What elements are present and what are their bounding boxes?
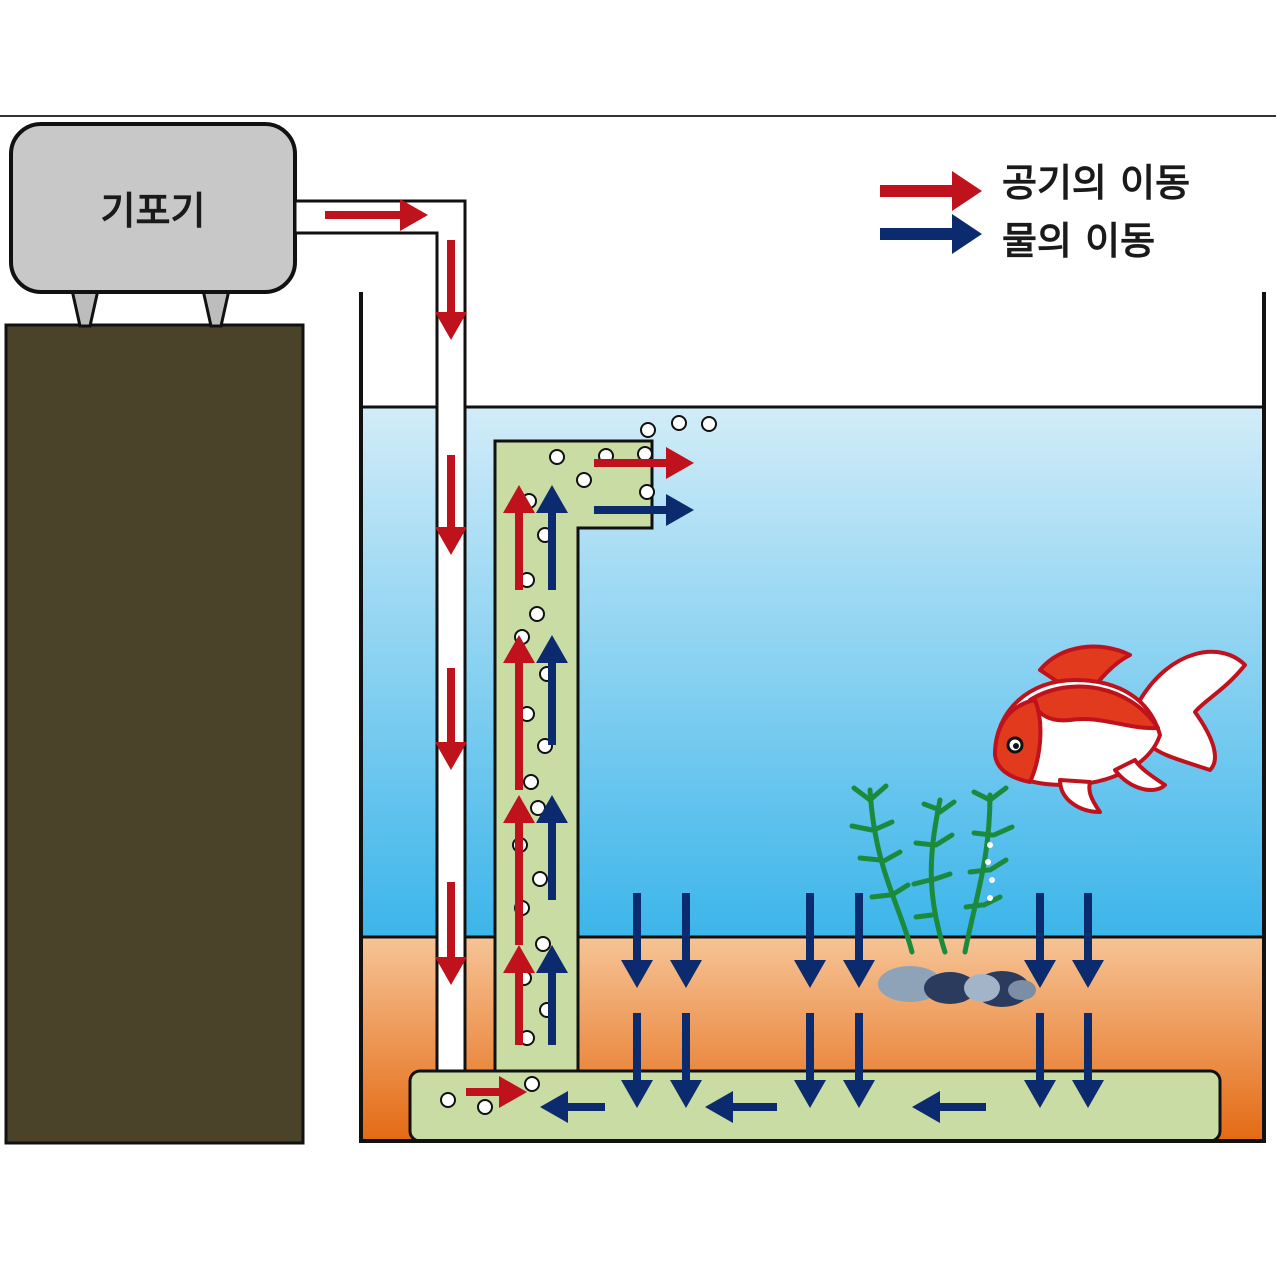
tank-walls [359,292,1266,1143]
pump-stand [4,323,305,1145]
goldfish [993,644,1247,814]
air-pump: 기포기 [9,122,297,294]
water-arrow [540,1091,605,1123]
legend-arrow-air [880,171,982,211]
water-arrow [1072,893,1104,988]
water-arrow [1024,1013,1056,1108]
water-arrow [536,635,568,745]
water-arrow [536,945,568,1045]
legend-arrow-water [880,214,982,254]
lift-tube [493,439,654,1073]
water-arrow [670,893,702,988]
air-arrow [594,447,694,479]
flow-arrows [325,199,1104,1123]
aquatic-plant [849,783,1015,955]
water-arrow [843,893,875,988]
water-arrow [536,795,568,900]
air-arrow [503,945,535,1045]
legend-item-air: 공기의 이동 [880,161,1190,211]
air-arrow [503,485,535,590]
legend-arrow-air [880,171,982,211]
water-arrow [912,1091,986,1123]
pump-label: 기포기 [101,189,206,233]
legend: 공기의 이동 물의 이동 [880,161,1190,263]
air-arrow [435,668,467,770]
water-arrow [1072,1013,1104,1108]
air-arrow [466,1076,527,1108]
air-arrow [325,199,428,231]
water-arrow [536,485,568,590]
water-arrow [794,1013,826,1108]
air-arrow [435,882,467,985]
water-arrow [705,1091,777,1123]
pump-foot-right [201,288,231,328]
rocks [878,966,1036,1007]
water-arrow [621,1013,653,1108]
pump-foot-left [70,288,100,328]
air-arrow [503,795,535,945]
water-arrow [670,1013,702,1108]
bubbles-small [985,842,995,901]
legend-arrow-water [880,214,982,254]
air-arrow [503,635,535,790]
water-arrow [1024,893,1056,988]
legend-label-water: 물의 이동 [1002,219,1155,263]
water-arrow [794,893,826,988]
legend-label-air: 공기의 이동 [1002,161,1190,205]
water-arrow [621,893,653,988]
air-arrow [435,455,467,555]
water-arrow [843,1013,875,1108]
air-arrow [435,240,467,340]
water-arrow [594,494,694,526]
legend-item-water: 물의 이동 [880,214,1155,263]
